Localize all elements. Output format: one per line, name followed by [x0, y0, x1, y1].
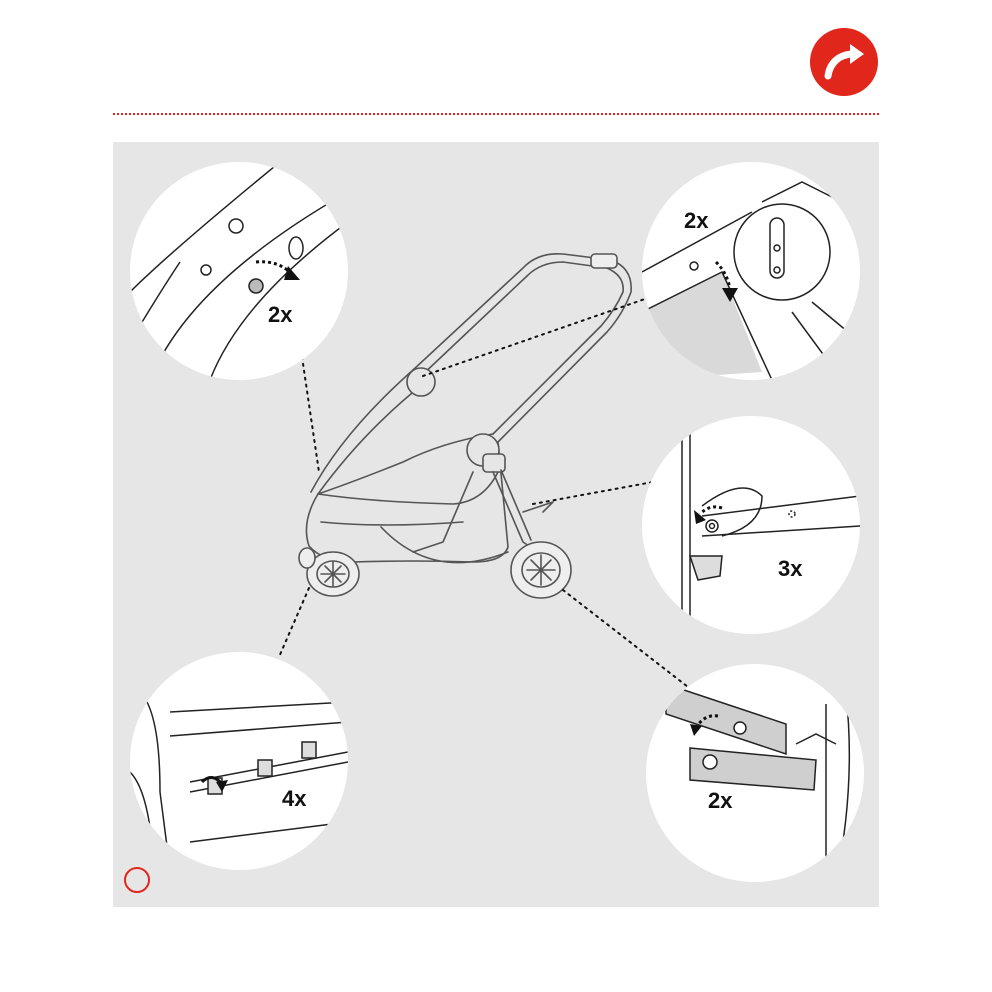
detail-top-right: 2x — [642, 162, 860, 380]
quantity-label: 2x — [268, 302, 292, 328]
next-page-button[interactable] — [810, 28, 878, 96]
quantity-label: 2x — [684, 208, 708, 234]
basket-clip-illustration — [130, 652, 348, 870]
detail-bottom-left: 4x — [130, 652, 348, 870]
hinge-attachment-illustration — [642, 162, 860, 380]
curved-arrow-right-icon — [810, 28, 878, 96]
detail-middle-right: 3x — [642, 416, 860, 634]
quantity-label: 4x — [282, 786, 306, 812]
quantity-label: 2x — [708, 788, 732, 814]
quantity-label: 3x — [778, 556, 802, 582]
frame-pin-illustration — [130, 162, 348, 380]
step-marker-icon — [124, 867, 150, 893]
header-divider — [113, 113, 879, 115]
detail-top-left: 2x — [130, 162, 348, 380]
illustration-panel: 2x 2x — [113, 142, 879, 907]
detail-bottom-right: 2x — [646, 664, 864, 882]
seat-fastener-illustration — [642, 416, 860, 634]
strap-button-illustration — [646, 664, 864, 882]
